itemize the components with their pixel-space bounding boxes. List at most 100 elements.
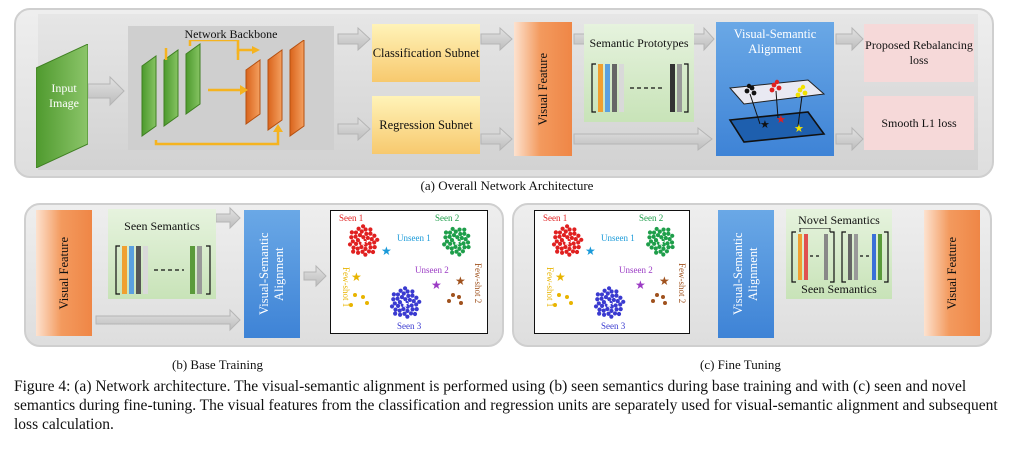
label-fewshot-1: Few-shot 1 [545,267,555,307]
cluster-seen-3-point [393,311,398,316]
label-seen-3: Seen 3 [601,321,626,331]
backbone-green-layer-2 [163,49,179,127]
cluster-seen-3-point [605,291,610,296]
cluster-seen-1-point [567,246,572,251]
cluster-seen-1-point [357,232,363,238]
arrow-regression-alignment [480,126,513,152]
star-fewshot-2: ★ [659,274,670,288]
cluster-seen-3-point [397,300,403,305]
cluster-seen-2-point [457,252,462,257]
cluster-seen-1-point [574,249,580,255]
cluster-seen-1-star: ★ [359,237,367,247]
cluster-seen-1-point [565,235,570,240]
cluster-seen-2-point [670,244,675,250]
cluster-seen-1-point [567,242,572,247]
backbone-orange-layer-3 [289,40,305,137]
visual-feature-a-label: Visual Feature [535,52,550,126]
cluster-seen-3-point [615,298,620,304]
cluster-seen-2-point [665,241,670,246]
cluster-seen-2-point [443,230,449,235]
cluster-seen-2-point [666,245,671,250]
cluster-seen-1-point [359,229,364,234]
cluster-seen-2-point [454,249,459,254]
cluster-seen-1-point [563,229,568,234]
cluster-seen-1-point [356,226,361,231]
svg-text:★: ★ [760,119,770,131]
cluster-seen-2: ★ [442,226,471,257]
cluster-seen-2-point [661,227,666,232]
cluster-seen-1-point [566,238,571,244]
cluster-seen-3-point [410,289,415,294]
cluster-seen-2-point [656,240,661,246]
visual-feature-b: Visual Feature [36,210,92,336]
cluster-seen-1-point [360,249,365,254]
cluster-seen-1-point [360,224,366,229]
cluster-seen-3-point [609,289,614,294]
cluster-seen-1-point [557,241,563,246]
cluster-seen-3-point [616,311,622,317]
label-unseen-1: Unseen 1 [601,233,635,243]
regression-subnet: Regression Subnet [372,96,480,154]
visual-semantic-alignment-b-label: Visual-Semantic Alignment [257,232,286,316]
cluster-seen-2-point [463,237,468,242]
network-backbone-label: Network Backbone [184,26,278,41]
cluster-seen-2-point [646,242,651,247]
input-image-label: Input Image [49,81,79,110]
cluster-seen-3-point [407,297,412,303]
cluster-seen-3-point [618,302,623,307]
cluster-seen-2-point [461,241,466,246]
cluster-seen-3-point [412,311,418,317]
cluster-seen-2-point [462,231,467,236]
cluster-seen-3-star: ★ [401,299,409,309]
cluster-seen-1-point [372,245,377,250]
cluster-seen-3-point [401,291,406,296]
cluster-seen-3-point [599,296,604,301]
point-fewshot-1 [365,301,369,305]
cluster-seen-3-point [613,303,618,308]
cluster-seen-3-point [389,304,395,309]
point-fewshot-1 [569,301,573,305]
cluster-seen-1-star: ★ [563,237,571,247]
cluster-seen-1-point [576,240,581,245]
cluster-seen-1-point [563,244,568,250]
cluster-seen-3-point [612,311,618,316]
visual-semantic-alignment-a-label: Visual-Semantic Alignment [733,27,817,56]
cluster-seen-1-point [559,246,564,251]
backbone-skip-connections [154,40,280,146]
cluster-seen-3-point [618,307,623,312]
cluster-seen-3-point [405,304,410,309]
label-seen-3: Seen 3 [397,321,422,331]
cluster-seen-3-point [601,308,606,313]
arrow-backbone-classification [337,26,371,52]
label-fewshot-1: Few-shot 1 [341,267,351,307]
rebalancing-loss-box: Proposed Rebalancing loss [864,24,974,82]
cluster-seen-1-point [351,245,356,250]
visual-feature-b-label: Visual Feature [56,236,71,310]
cluster-seen-3-point [402,286,408,291]
cluster-seen-1-point [564,224,570,229]
cluster-seen-3-point [614,289,619,294]
cluster-seen-3-point [404,300,409,306]
cluster-seen-1: ★ [347,224,380,257]
cluster-seen-3-point [609,304,614,309]
visual-feature-c-label: Visual Feature [944,236,959,310]
cluster-seen-3-point [391,292,396,297]
cluster-seen-1-point [375,237,380,242]
cluster-seen-1-point [368,227,373,232]
cluster-seen-1-point [368,245,373,250]
cluster-seen-3-point [414,295,419,300]
panel-a-arrows [87,26,864,152]
cluster-seen-1-point [369,236,374,242]
cluster-seen-3-point [606,311,611,316]
semantic-prototypes-label: Semantic Prototypes [589,35,689,50]
cluster-seen-2-point [651,234,656,239]
cluster-seen-1-point [559,250,565,255]
cluster-seen-2-point [654,250,659,255]
star-fewshot-2: ★ [455,274,466,288]
cluster-seen-2-star: ★ [453,237,461,247]
cluster-seen-2: ★ [646,226,675,257]
novel-semantics-label: Novel Semantics [798,212,880,227]
cluster-seen-2-point [658,249,663,254]
cluster-seen-3-point [614,307,619,312]
cluster-seen-1-point [368,231,373,236]
